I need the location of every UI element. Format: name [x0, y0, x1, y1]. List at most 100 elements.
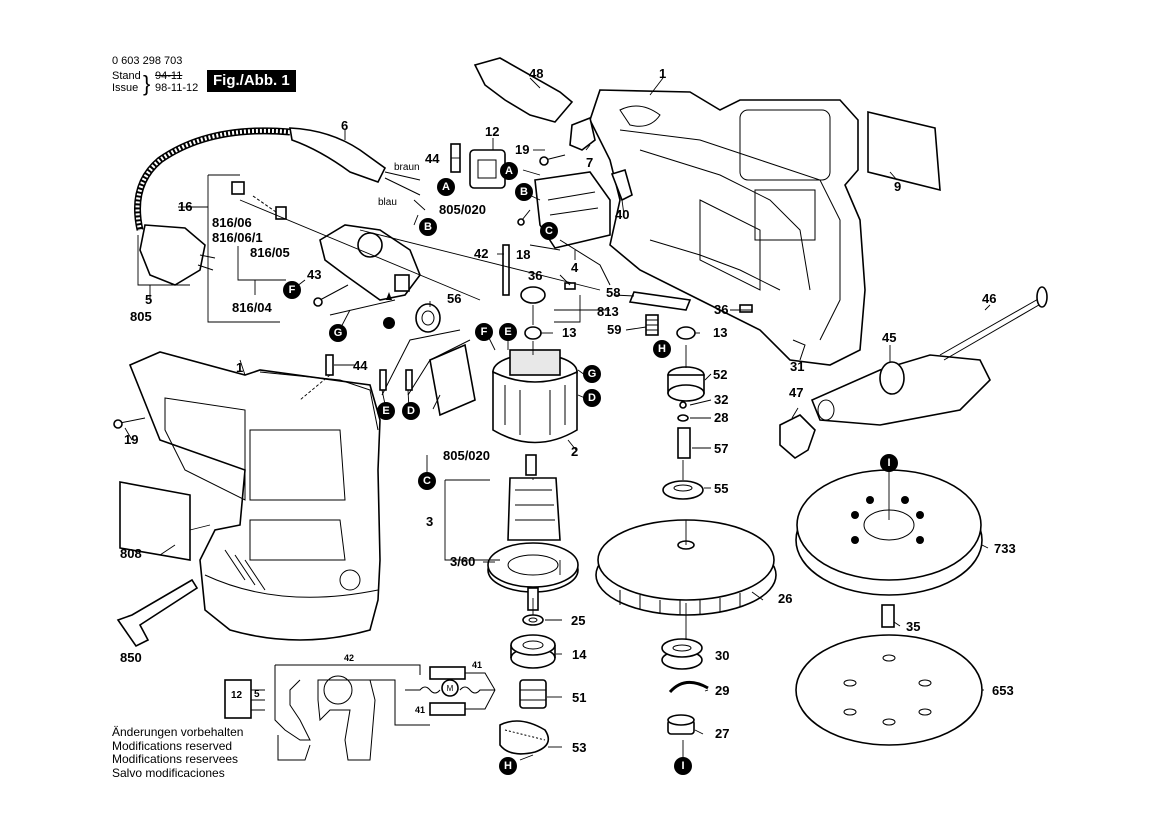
part-label-808: 808	[120, 546, 142, 561]
bearing-55-drawing	[662, 480, 704, 500]
part-label-58: 58	[606, 285, 620, 300]
part-label-51: 51	[572, 690, 586, 705]
part-label-36: 36	[714, 302, 728, 317]
part-label-29: 29	[715, 683, 729, 698]
svg-text:F: F	[289, 284, 296, 296]
brace-icon: }	[143, 71, 151, 96]
plate-58-drawing	[628, 291, 692, 311]
bearing-14-drawing	[510, 634, 556, 669]
wire-label-blau: blau	[378, 197, 397, 208]
svg-text:C: C	[423, 475, 431, 487]
part-label-36: 36	[528, 268, 542, 283]
pulley-51-drawing	[519, 679, 547, 709]
part-label-56: 56	[447, 291, 461, 306]
part-label-850: 850	[120, 650, 142, 665]
part-label-805-020: 805/020	[439, 202, 486, 217]
callout-F: F	[475, 323, 493, 341]
motor-label: M	[447, 684, 454, 693]
part-label-816-04: 816/04	[232, 300, 273, 315]
callout-C: C	[540, 222, 558, 240]
part-31-drawing	[792, 339, 806, 361]
callout-G: G	[329, 324, 347, 342]
part-label-3-60: 3/60	[450, 554, 475, 569]
part-label-53: 53	[572, 740, 586, 755]
part-label-16: 16	[178, 199, 192, 214]
screw-35-drawing	[881, 604, 895, 628]
note-de: Änderungen vorbehalten	[112, 725, 244, 739]
bearing-813-drawing	[520, 286, 546, 304]
part-48-drawing	[473, 57, 574, 123]
part-44-left-drawing	[325, 354, 334, 376]
circuit-board-drawing	[429, 343, 476, 417]
svg-text:F: F	[481, 326, 488, 338]
part-label-32: 32	[714, 392, 728, 407]
part-7-drawing	[569, 116, 596, 151]
ball-32-drawing	[679, 401, 687, 409]
part-label-19: 19	[515, 142, 529, 157]
part-40-drawing	[610, 168, 633, 202]
part-label-805: 805	[130, 309, 152, 324]
callout-I: I	[880, 454, 898, 472]
svg-text:A: A	[442, 181, 450, 193]
part-36-left-drawing	[564, 282, 576, 290]
svg-text:H: H	[658, 343, 666, 355]
part-label-813: 813	[597, 304, 619, 319]
callout-E: E	[377, 402, 395, 420]
bushing-13-drawing	[676, 326, 696, 340]
part-number: 0 603 298 703	[112, 55, 183, 67]
part-label-47: 47	[789, 385, 803, 400]
part-label-42: 42	[474, 246, 488, 261]
part-label-45: 45	[882, 330, 896, 345]
callout-B: B	[419, 218, 437, 236]
wire-label-braun: braun	[394, 162, 420, 173]
svg-text:D: D	[407, 405, 415, 417]
part-label-4: 4	[571, 260, 579, 275]
callout-G: G	[583, 365, 601, 383]
part-label-57: 57	[714, 441, 728, 456]
part-label-30: 30	[715, 648, 729, 663]
bushing-13-left-drawing	[524, 326, 542, 340]
pad-808-drawing	[119, 481, 191, 561]
part-label-1: 1	[659, 66, 666, 81]
svg-text:H: H	[504, 760, 512, 772]
part-label-48: 48	[529, 66, 543, 81]
brush-holder-42-drawing	[502, 244, 510, 296]
callout-H: H	[499, 757, 517, 775]
circlip-29-drawing	[668, 680, 709, 694]
stand-value: 94-11	[155, 70, 183, 82]
part-label-13: 13	[713, 325, 727, 340]
part-label-653: 653	[992, 683, 1014, 698]
part-label-28: 28	[714, 410, 728, 425]
schematic-label-41-lower: 41	[415, 705, 425, 715]
part-label-805-020: 805/020	[443, 448, 490, 463]
part-label-3: 3	[426, 514, 433, 529]
screw-43-drawing	[319, 284, 349, 301]
part-label-19: 19	[124, 432, 138, 447]
svg-text:E: E	[382, 405, 389, 417]
svg-text:C: C	[545, 225, 553, 237]
handle-45-drawing	[810, 354, 991, 426]
armature-3-drawing	[487, 454, 579, 611]
modification-notes: Änderungen vorbehalten Modifications res…	[112, 725, 244, 780]
callout-B: B	[515, 183, 533, 201]
belt-53-drawing	[499, 720, 550, 755]
part-label-31: 31	[790, 359, 804, 374]
wiring-schematic: M 12 5 42 41 41	[224, 653, 496, 761]
switch-12-drawing	[469, 149, 506, 189]
part-label-55: 55	[714, 481, 728, 496]
part-label-7: 7	[586, 155, 593, 170]
part-label-26: 26	[778, 591, 792, 606]
callout-A: A	[437, 178, 455, 196]
part-36-drawing	[739, 304, 753, 313]
callout-D: D	[402, 402, 420, 420]
field-2-drawing	[492, 349, 578, 444]
housing-half-drawing	[589, 89, 866, 366]
screw-18-drawing	[521, 209, 531, 221]
nut-27-drawing	[667, 714, 695, 735]
part-label-2: 2	[571, 444, 578, 459]
part-label-816-06: 816/06	[212, 215, 252, 230]
callout-H: H	[653, 340, 671, 358]
tool-housing-1-drawing	[128, 351, 381, 641]
svg-text:G: G	[334, 327, 343, 339]
